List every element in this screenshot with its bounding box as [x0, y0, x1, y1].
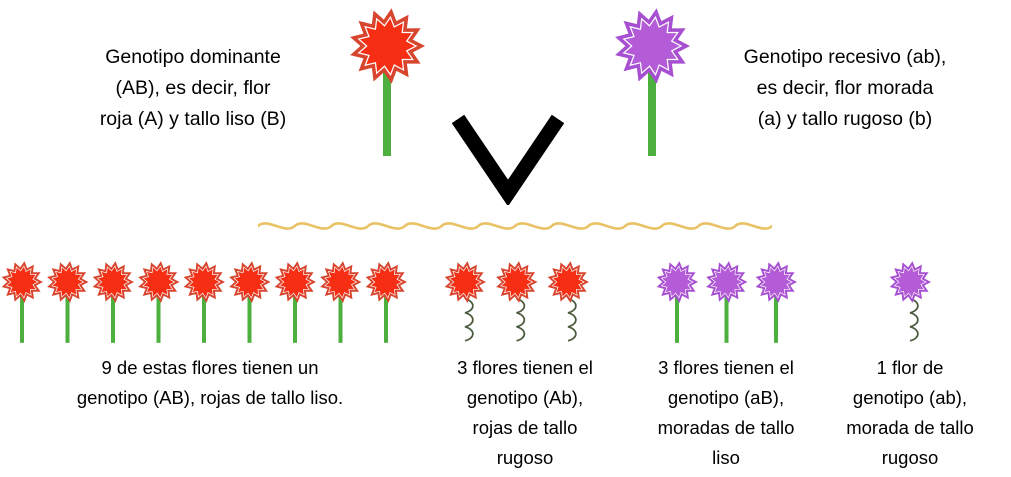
- v-chevron: [452, 113, 564, 205]
- stem-wavy: [567, 297, 577, 342]
- flower: [92, 261, 134, 343]
- offspring-caption-Ab: 3 flores tienen el genotipo (Ab), rojas …: [457, 357, 593, 468]
- stem-straight: [293, 290, 297, 343]
- parent-dominant-flower: [342, 4, 434, 164]
- stem-straight: [247, 290, 252, 343]
- offspring-caption-ab-dominant: 9 de estas flores tienen un genotipo (AB…: [76, 357, 344, 408]
- stem-wavy: [464, 297, 474, 342]
- stem-straight: [111, 290, 115, 343]
- stem-straight: [202, 290, 206, 343]
- flower: [183, 261, 225, 343]
- flower-row-svg: [444, 261, 589, 342]
- flower-row-svg: [656, 261, 797, 343]
- flower: [706, 261, 748, 343]
- flower: [138, 261, 180, 343]
- flower: [444, 261, 486, 342]
- stem-straight: [648, 56, 656, 156]
- flower: [229, 261, 271, 343]
- flower: [47, 261, 89, 343]
- flower-head: [615, 8, 690, 84]
- parent-recessive-label: Genotipo recesivo (ab), es decir, flor m…: [743, 46, 947, 130]
- stem-straight: [774, 290, 778, 343]
- flower-row: [645, 258, 807, 348]
- parent-dominant-label: Genotipo dominante (AB), es decir, flor …: [99, 46, 287, 130]
- stem-straight: [384, 290, 388, 343]
- stem-wavy: [516, 297, 526, 342]
- flower: [1, 261, 43, 343]
- flower: [320, 261, 362, 343]
- parent-recessive-flower: [607, 4, 699, 164]
- flower-row: [430, 258, 620, 348]
- flower: [496, 261, 538, 342]
- offspring-caption-ab-recessive: 1 flor de genotipo (ab), morada de tallo…: [846, 357, 974, 468]
- stem-straight: [675, 290, 679, 343]
- stem-straight: [724, 290, 729, 343]
- stem-straight: [156, 290, 161, 343]
- flower-row-svg: [889, 261, 931, 342]
- flower: [656, 261, 698, 343]
- flower: [365, 261, 407, 343]
- stem-straight: [338, 290, 343, 343]
- flower-head: [350, 8, 425, 84]
- flower-row: [0, 258, 418, 348]
- stem-straight: [20, 290, 24, 343]
- flower-row-svg: [1, 261, 407, 343]
- stem-wavy: [909, 297, 919, 342]
- flower-row: [880, 258, 940, 348]
- stem-straight: [65, 290, 70, 343]
- stem-straight: [383, 56, 391, 156]
- flower: [889, 261, 931, 342]
- offspring-caption-aB: 3 flores tienen el genotipo (aB), morada…: [657, 357, 795, 468]
- wavy-divider: [258, 206, 772, 246]
- flower: [274, 261, 316, 343]
- flower: [547, 261, 589, 342]
- flower: [755, 261, 797, 343]
